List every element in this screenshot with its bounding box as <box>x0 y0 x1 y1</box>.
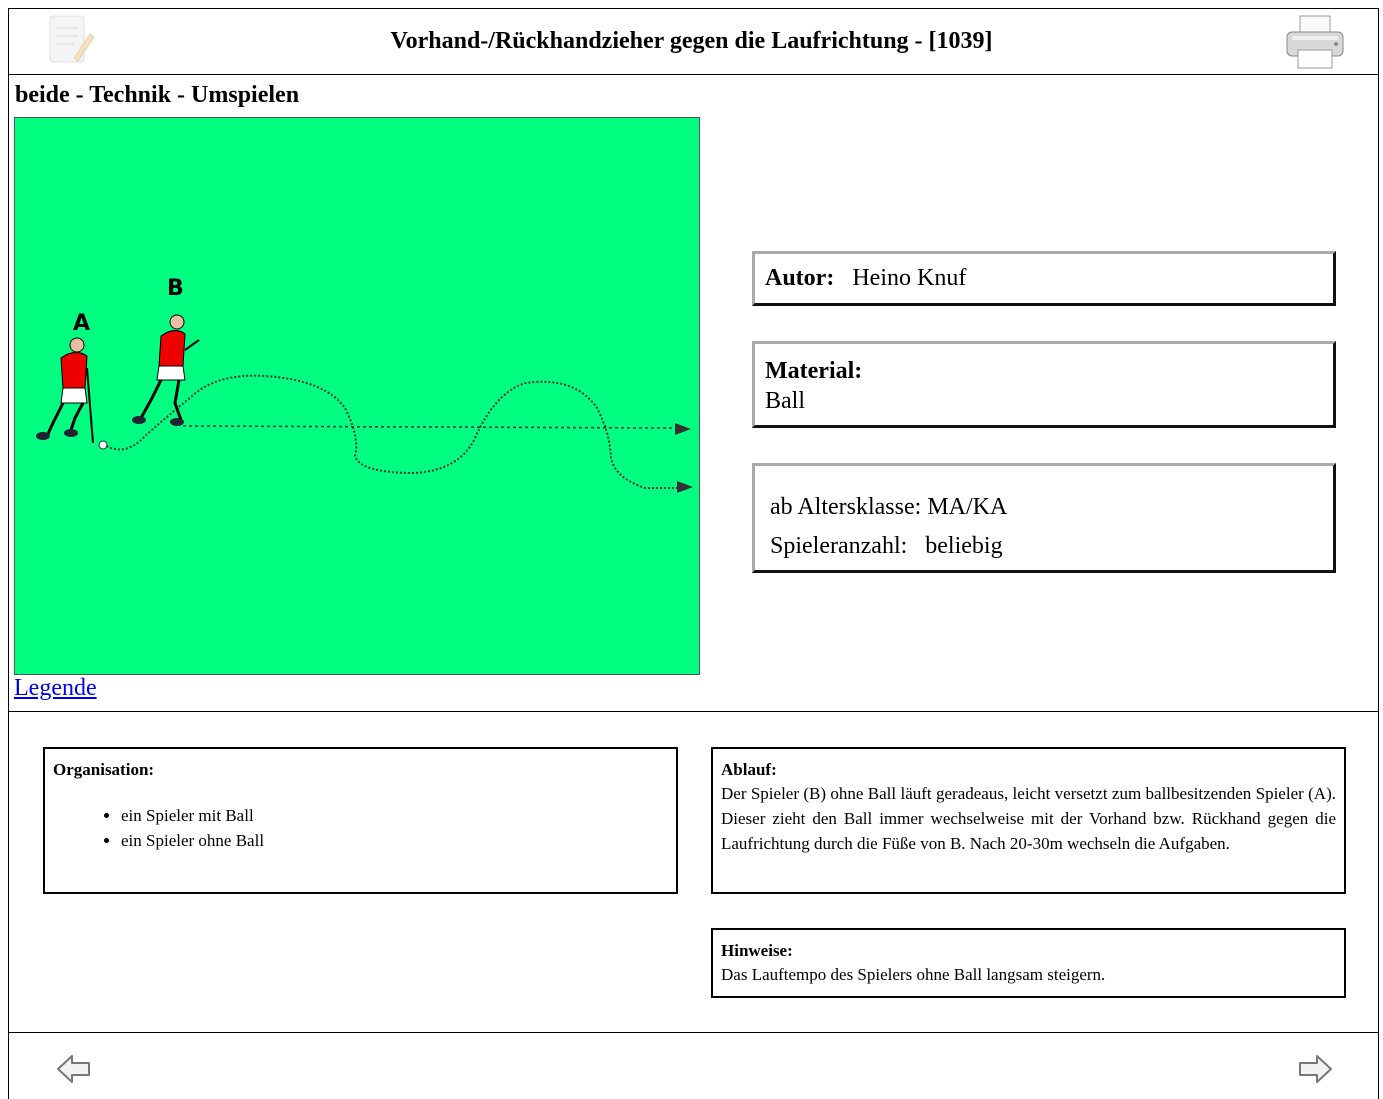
hinweise-heading: Hinweise: <box>721 940 1336 962</box>
autor-value: Heino Knuf <box>852 265 966 291</box>
altersklasse-value: MA/KA <box>927 494 1007 520</box>
ablauf-panel: Ablauf: Der Spieler (B) ohne Ball läuft … <box>711 747 1346 894</box>
material-value: Ball <box>765 386 1323 416</box>
material-label: Material: <box>765 356 1323 386</box>
page-title: Vorhand-/Rückhandzieher gegen die Laufri… <box>0 28 1383 55</box>
category-heading: beide - Technik - Umspielen <box>15 82 299 109</box>
arrow-left-icon[interactable] <box>56 1051 92 1087</box>
arrow-head <box>675 423 691 435</box>
spieleranzahl-label: Spieleranzahl: <box>770 533 907 559</box>
ablauf-heading: Ablauf: <box>721 759 1336 781</box>
run-path-straight <box>183 426 677 428</box>
footer-divider <box>8 1032 1379 1033</box>
ball <box>99 441 107 449</box>
player-a-label: A <box>73 311 90 336</box>
list-item: ein Spieler ohne Ball <box>121 828 668 853</box>
player-b <box>132 315 199 426</box>
autor-box: Autor: Heino Knuf <box>752 251 1336 306</box>
autor-label: Autor: <box>765 265 834 291</box>
legend-link[interactable]: Legende <box>14 675 97 702</box>
arrow-right-icon[interactable] <box>1297 1051 1333 1087</box>
altersklasse-label: ab Altersklasse: <box>770 494 921 520</box>
player-b-label: B <box>167 276 184 301</box>
organisation-list: ein Spieler mit Ball ein Spieler ohne Ba… <box>53 803 668 853</box>
dribble-path <box>103 376 679 488</box>
organisation-heading: Organisation: <box>53 759 668 781</box>
hinweise-text: Das Lauftempo des Spielers ohne Ball lan… <box>721 962 1336 987</box>
drill-diagram: A B <box>14 117 700 675</box>
printer-icon[interactable] <box>1284 14 1346 70</box>
player-a <box>36 338 93 443</box>
section-divider <box>8 711 1379 712</box>
ablauf-text: Der Spieler (B) ohne Ball läuft geradeau… <box>721 781 1336 856</box>
organisation-panel: Organisation: ein Spieler mit Ball ein S… <box>43 747 678 894</box>
list-item: ein Spieler mit Ball <box>121 803 668 828</box>
header-divider <box>8 74 1379 75</box>
hinweise-panel: Hinweise: Das Lauftempo des Spielers ohn… <box>711 928 1346 998</box>
material-box: Material: Ball <box>752 341 1336 428</box>
age-players-box: ab Altersklasse: MA/KA Spieleranzahl: be… <box>752 463 1336 573</box>
spieleranzahl-value: beliebig <box>925 533 1002 559</box>
